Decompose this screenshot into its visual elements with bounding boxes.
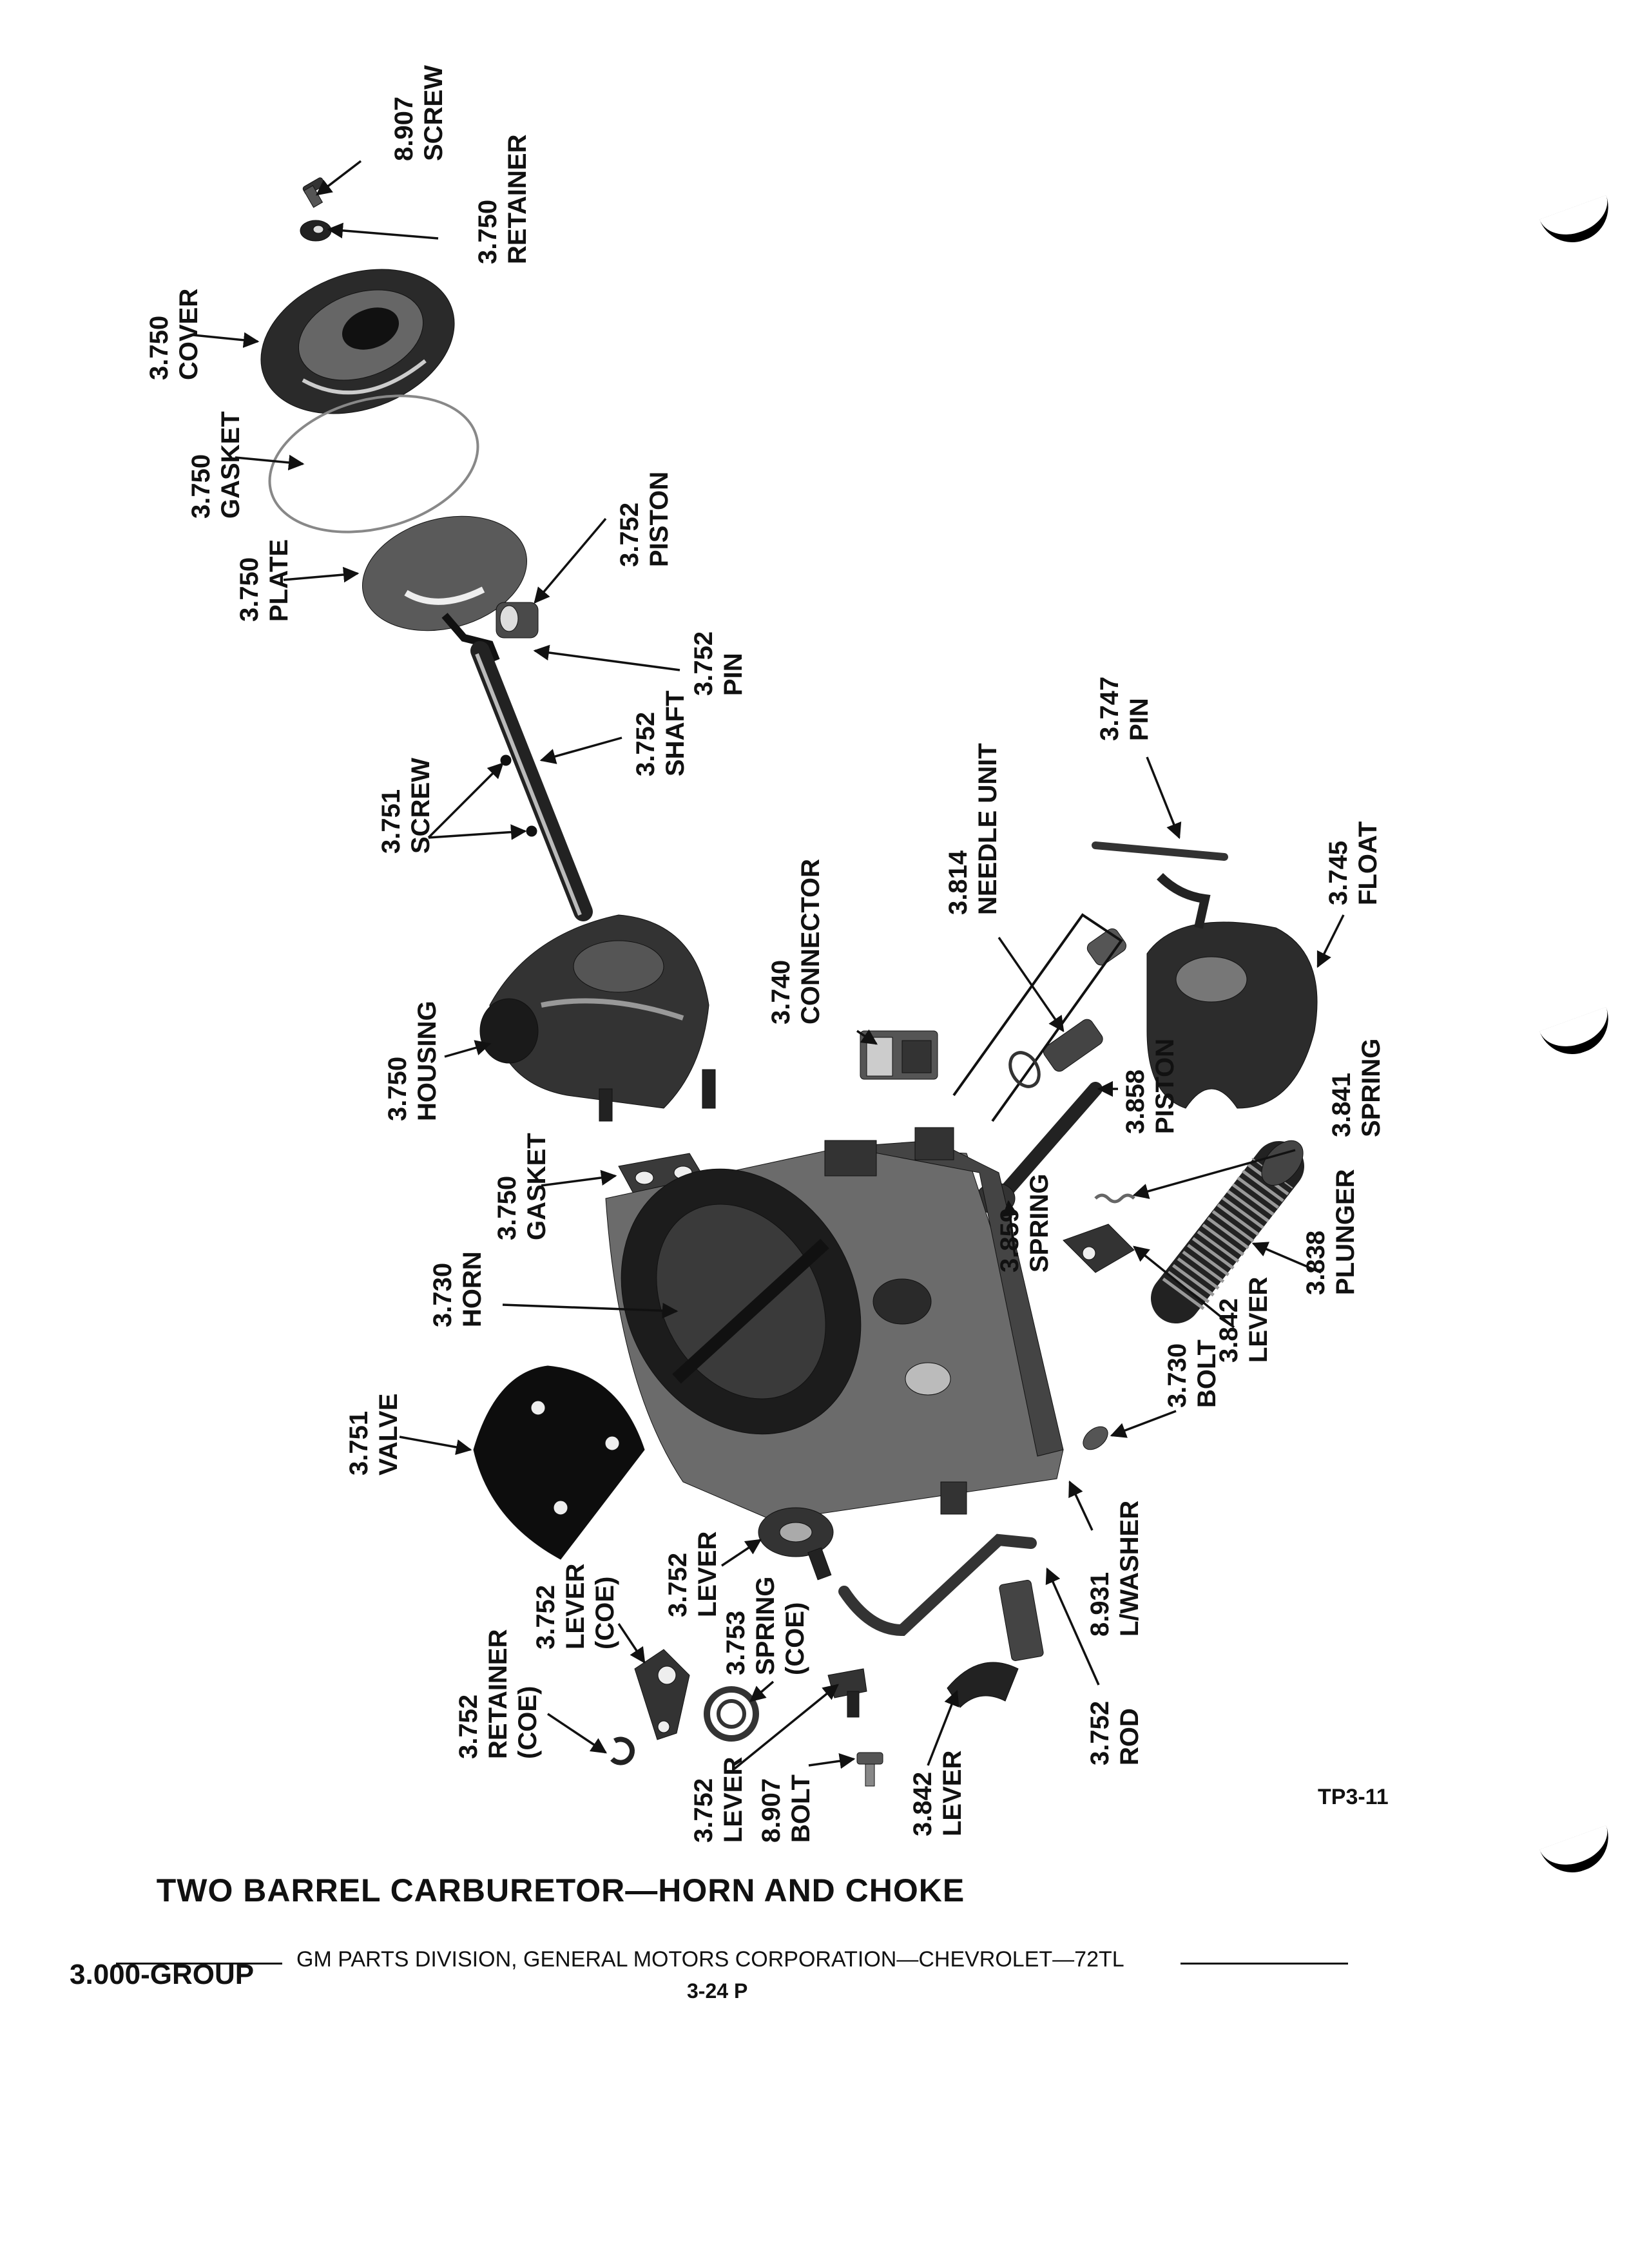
cover-3750-shape (260, 269, 455, 414)
pin-3752-shape (441, 613, 500, 662)
bolt-3730-shape (1083, 1426, 1108, 1450)
label-cover-3750: 3.750COVER (145, 289, 203, 380)
part-labels: 8.907SCREW 3.750RETAINER 3.750COVER 3.75… (145, 65, 1385, 1843)
label-housing-3750: 3.750HOUSING (383, 1001, 441, 1121)
label-piston-3858: 3.858PISTON (1121, 1039, 1179, 1134)
label-retainer-3750: 3.750RETAINER (474, 134, 532, 264)
label-valve-3751: 3.751VALVE (345, 1394, 403, 1475)
retainer-3752-coe-shape (610, 1736, 635, 1765)
label-lever-3842-top: 3.842LEVER (1215, 1277, 1273, 1363)
spring-3753-coe-shape (704, 1686, 759, 1742)
label-spring-3841: 3.841SPRING (1327, 1039, 1385, 1137)
footer-group: 3.000-GROUP (70, 1959, 255, 1990)
label-needle-unit-3814: 3.814NEEDLE UNIT (944, 743, 1002, 915)
part-drawings (260, 177, 1318, 1787)
label-spring-3753-coe: 3.753SPRING(COE) (722, 1577, 809, 1675)
label-plate-3750: 3.750PLATE (235, 539, 293, 622)
label-float-3745: 3.745FLOAT (1324, 822, 1382, 905)
spring-3841-shape (1094, 1193, 1135, 1204)
figure-reference: TP3-11 (1318, 1785, 1389, 1809)
label-rod-3752: 3.752ROD (1086, 1701, 1144, 1765)
label-lever-3842-bottom: 3.842LEVER (909, 1751, 967, 1836)
plunger-3838-shape (1151, 1140, 1304, 1323)
piston-3752-shape (496, 602, 539, 639)
footer-rule-right (1181, 1963, 1348, 1965)
label-lever-3752-coe: 3.752LEVER(COE) (532, 1564, 619, 1649)
label-gasket-3750-mid: 3.750GASKET (493, 1133, 551, 1240)
lever-3842-top-shape (1063, 1224, 1135, 1273)
label-spring-3859: 3.859SPRING (996, 1174, 1054, 1273)
float-3745-shape (1146, 872, 1318, 1109)
figure-caption: TWO BARREL CARBURETOR—HORN AND CHOKE (156, 1872, 965, 1908)
label-retainer-3752-coe: 3.752RETAINER(COE) (454, 1629, 542, 1759)
label-bolt-3730: 3.730BOLT (1163, 1340, 1221, 1408)
label-screw-8907-top: 8.907SCREW (390, 65, 448, 161)
label-gasket-3750-top: 3.750GASKET (187, 411, 245, 519)
label-horn-3730: 3.730HORN (429, 1251, 487, 1327)
label-bolt-8907: 8.907BOLT (757, 1774, 815, 1843)
label-screw-3751: 3.751SCREW (377, 758, 435, 854)
shaft-3752-shape (470, 641, 593, 921)
label-lever-3752-main: 3.752LEVER (664, 1532, 722, 1617)
footer-rule-left (116, 1963, 282, 1965)
label-plunger-3838: 3.838PLUNGER (1302, 1169, 1360, 1295)
lever-3752-coe-shape (634, 1649, 690, 1740)
gasket-3750-top-shape (268, 394, 479, 533)
leader-lines (193, 160, 1345, 1770)
label-shaft-3752: 3.752SHAFT (631, 691, 689, 776)
label-connector-3740: 3.740CONNECTOR (767, 859, 825, 1024)
bolt-8907-shape (856, 1752, 883, 1787)
lever-3842-bottom-shape (947, 1662, 1019, 1708)
label-piston-3752: 3.752PISTON (615, 472, 673, 567)
housing-3750-shape (479, 914, 716, 1122)
label-pin-3747: 3.747PIN (1095, 677, 1153, 741)
connector-3740-shape (860, 1030, 938, 1080)
valve-3751-shape (473, 1365, 645, 1560)
retainer-3750-shape (300, 220, 332, 242)
pin-3747-shape (1092, 841, 1228, 861)
label-pin-3752: 3.752PIN (689, 631, 747, 696)
label-lwasher-8931: 8.931L/WASHER (1086, 1501, 1144, 1637)
lever-3752-main-shape (758, 1507, 834, 1581)
footer-division: GM PARTS DIVISION, GENERAL MOTORS CORPOR… (296, 1947, 1124, 1972)
lwasher-8931-shape (999, 1580, 1044, 1661)
page-number: 3-24 P (687, 1979, 748, 2003)
horn-3730-shape (605, 1127, 1064, 1521)
label-lever-3752-bottom: 3.752LEVER (689, 1757, 747, 1843)
lever-3752-bottom-shape (827, 1668, 867, 1718)
rod-3752-shape (838, 1533, 1037, 1637)
